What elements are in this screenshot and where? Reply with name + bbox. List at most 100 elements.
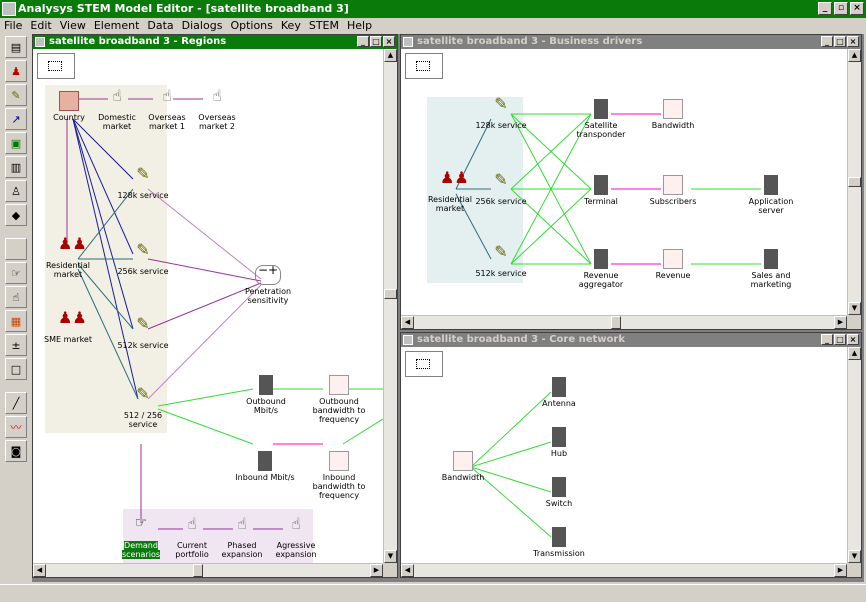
core-titlebar[interactable]: satellite broadband 3 - Core network _ □… (401, 333, 861, 347)
core-close-button[interactable]: × (847, 334, 859, 345)
drivers-titlebar[interactable]: satellite broadband 3 - Business drivers… (401, 35, 861, 49)
drivers-close-button[interactable]: × (847, 36, 859, 47)
core-node-bandwidth[interactable]: Bandwidth (437, 451, 489, 482)
node-agressive-expansion[interactable]: ☝Agressive expansion (269, 516, 323, 560)
menu-element[interactable]: Element (93, 19, 140, 32)
menu-dialogs[interactable]: Dialogs (181, 19, 223, 32)
menu-edit[interactable]: Edit (30, 19, 52, 32)
node-outbound-bandwidth[interactable]: Outbound bandwidth to frequency (307, 375, 371, 424)
drivers-node-app-server[interactable]: Application server (741, 175, 801, 215)
drivers-minimize-button[interactable]: _ (821, 36, 833, 47)
scroll-thumb[interactable] (193, 564, 203, 577)
scroll-right-button[interactable]: ▶ (834, 316, 847, 329)
camera-tool-icon[interactable]: ◙ (5, 440, 27, 462)
view-toggle-button[interactable] (405, 351, 443, 377)
node-512k-service[interactable]: ✎512k service (115, 316, 171, 351)
regions-hscroll[interactable]: ◀ ▶ (33, 563, 383, 577)
drivers-hscroll[interactable]: ◀ ▶ (401, 315, 847, 329)
node-demand-scenarios[interactable]: ☞Demand scenarios (121, 516, 161, 559)
graph-tool-icon[interactable]: 〰 (5, 416, 27, 438)
drivers-node-128k-service[interactable]: ✎128k service (473, 96, 529, 131)
minimize-button[interactable]: _ (818, 2, 832, 15)
drivers-node-256k-service[interactable]: ✎256k service (473, 172, 529, 207)
menu-help[interactable]: Help (347, 19, 373, 32)
node-domestic-market[interactable]: ☝Domestic market (93, 88, 141, 132)
regions-maximize-button[interactable]: □ (370, 36, 382, 47)
scroll-thumb[interactable] (611, 316, 621, 329)
core-node-switch[interactable]: Switch (531, 477, 587, 508)
node-inbound[interactable]: Inbound Mbit/s (233, 451, 297, 482)
scroll-thumb[interactable] (848, 177, 861, 187)
drivers-maximize-button[interactable]: □ (834, 36, 846, 47)
node-country[interactable]: Country (47, 91, 91, 122)
drivers-node-sales-marketing[interactable]: Sales and marketing (741, 249, 801, 289)
drivers-node-bandwidth[interactable]: Bandwidth (645, 99, 701, 130)
menu-data[interactable]: Data (147, 19, 174, 32)
scroll-left-button[interactable]: ◀ (401, 564, 414, 577)
menu-view[interactable]: View (59, 19, 86, 32)
resource-tool-icon[interactable]: ▣ (5, 132, 27, 154)
restore-button[interactable]: ▫ (834, 2, 848, 15)
core-canvas[interactable]: Bandwidth Antenna Hub Switch Transmissio… (401, 347, 847, 563)
drivers-node-revenue[interactable]: Revenue (645, 249, 701, 280)
menu-stem[interactable]: STEM (308, 19, 339, 32)
drivers-node-residential[interactable]: ♟♟Residential market (425, 170, 475, 214)
scroll-up-button[interactable]: ▲ (848, 347, 861, 360)
core-maximize-button[interactable]: □ (834, 334, 846, 345)
view-toggle-button[interactable] (37, 53, 75, 79)
transformation-tool-icon[interactable]: ↗ (5, 108, 27, 130)
market-tool-icon[interactable]: ♟ (5, 60, 27, 82)
core-minimize-button[interactable]: _ (821, 334, 833, 345)
drivers-node-subscribers[interactable]: Subscribers (645, 175, 701, 206)
node-residential-market[interactable]: ♟♟Residential market (43, 236, 93, 280)
regions-canvas[interactable]: Country ☝Domestic market ☝Overseas marke… (33, 49, 383, 563)
view-toggle-button[interactable] (405, 53, 443, 79)
scroll-left-button[interactable]: ◀ (33, 564, 46, 577)
scroll-down-button[interactable]: ▼ (848, 550, 861, 563)
note-tool-icon[interactable]: □ (5, 358, 27, 380)
regions-vscroll[interactable]: ▲ ▼ (383, 49, 397, 563)
resize-grip[interactable] (847, 563, 861, 577)
scroll-right-button[interactable]: ▶ (370, 564, 383, 577)
node-256k-service[interactable]: ✎256k service (115, 242, 171, 277)
core-hscroll[interactable]: ◀ ▶ (401, 563, 847, 577)
scenario-tool-icon[interactable]: ☞ (5, 262, 27, 284)
function-tool-icon[interactable]: ♙ (5, 180, 27, 202)
line-tool-icon[interactable]: ╱ (5, 392, 27, 414)
scroll-down-button[interactable]: ▼ (384, 550, 397, 563)
node-sme-market[interactable]: ♟♟SME market (43, 310, 93, 345)
core-vscroll[interactable]: ▲ ▼ (847, 347, 861, 563)
drivers-node-512k-service[interactable]: ✎512k service (473, 244, 529, 279)
scroll-down-button[interactable]: ▼ (848, 302, 861, 315)
sensitivity-tool-icon[interactable]: ± (5, 334, 27, 356)
menu-key[interactable]: Key (280, 19, 301, 32)
node-current-portfolio[interactable]: ☝Current portfolio (169, 516, 215, 560)
node-128k-service[interactable]: ✎128k service (115, 166, 171, 201)
resize-grip[interactable] (383, 563, 397, 577)
regions-titlebar[interactable]: satellite broadband 3 - Regions _ □ × (33, 35, 397, 49)
drivers-node-terminal[interactable]: Terminal (571, 175, 631, 206)
node-overseas-2[interactable]: ☝Overseas market 2 (193, 88, 241, 132)
regions-close-button[interactable]: × (383, 36, 395, 47)
menu-options[interactable]: Options (230, 19, 273, 32)
service-tool-icon[interactable]: ✎ (5, 84, 27, 106)
scroll-left-button[interactable]: ◀ (401, 316, 414, 329)
node-inbound-bandwidth[interactable]: Inbound bandwidth to frequency (307, 451, 371, 500)
menu-file[interactable]: File (4, 19, 23, 32)
drivers-node-transponder[interactable]: Satellite transponder (571, 99, 631, 139)
regions-minimize-button[interactable]: _ (357, 36, 369, 47)
drivers-node-revenue-aggregator[interactable]: Revenue aggregator (571, 249, 631, 289)
drivers-canvas[interactable]: ✎128k service ✎256k service ✎512k servic… (401, 49, 847, 315)
core-node-antenna[interactable]: Antenna (531, 377, 587, 408)
close-button[interactable]: × (850, 2, 864, 15)
node-overseas-1[interactable]: ☝Overseas market 1 (143, 88, 191, 132)
core-node-hub[interactable]: Hub (531, 427, 587, 458)
node-penetration-sensitivity[interactable]: −+Penetration sensitivity (238, 264, 298, 305)
scroll-thumb[interactable] (384, 289, 397, 299)
scroll-up-button[interactable]: ▲ (384, 49, 397, 62)
location-tool-icon[interactable]: ▥ (5, 156, 27, 178)
node-outbound[interactable]: Outbound Mbit/s (238, 375, 294, 415)
blank-tool-icon[interactable] (5, 238, 27, 260)
collection-tool-icon[interactable]: ◆ (5, 204, 27, 226)
drivers-vscroll[interactable]: ▲ ▼ (847, 49, 861, 315)
